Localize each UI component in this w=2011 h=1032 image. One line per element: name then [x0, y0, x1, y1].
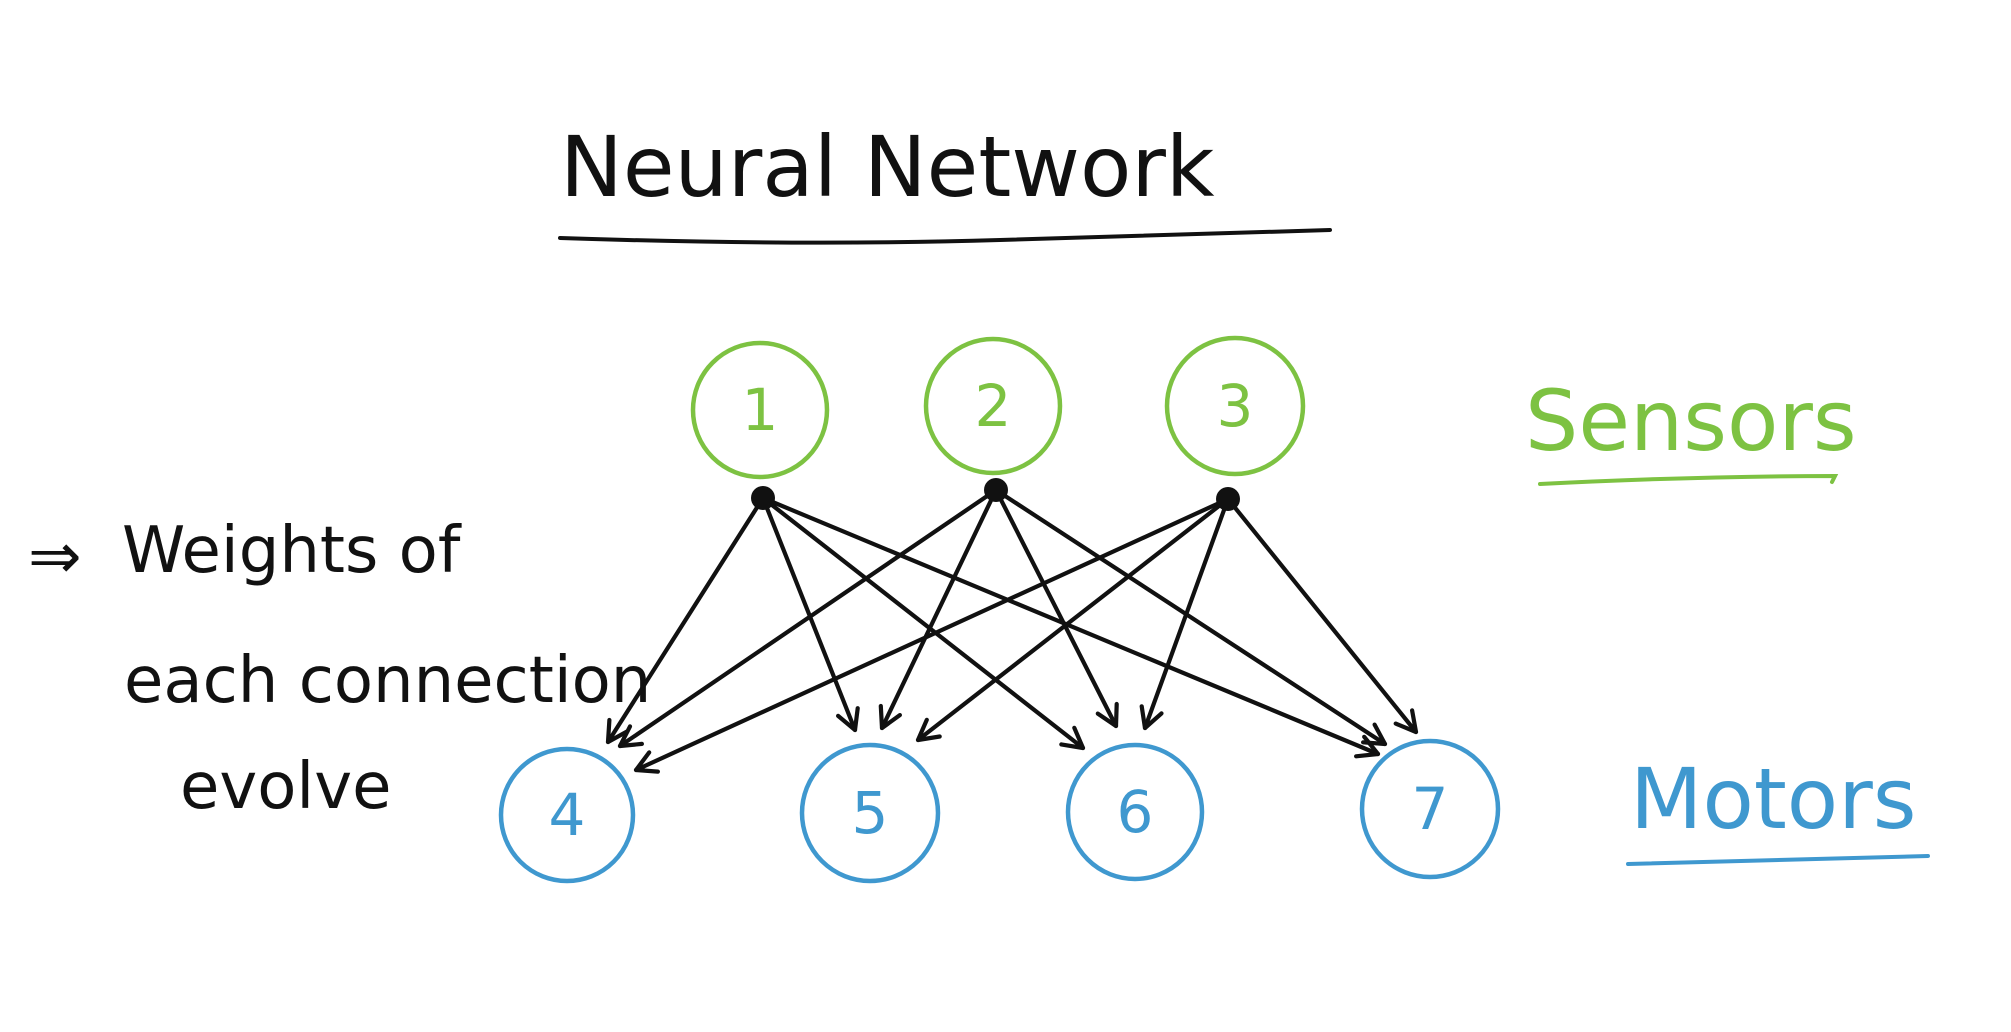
connection-3-6 — [1142, 496, 1231, 731]
motor-node-label: 5 — [852, 779, 889, 847]
connection-2-5 — [879, 487, 999, 731]
motors-underline — [1626, 854, 1930, 866]
connection-1-4 — [605, 495, 766, 745]
sensor-node-circle — [923, 336, 1063, 476]
connection-1-6 — [760, 495, 1086, 751]
sensors-label: Sensors — [1525, 372, 1857, 470]
motors-label: Motors — [1630, 750, 1917, 848]
sensor-node-circle — [690, 340, 830, 480]
connection-3-5 — [915, 496, 1231, 743]
motor-node-label: 7 — [1412, 775, 1449, 843]
motor-node-6: 6 — [1065, 742, 1205, 882]
title-underline — [558, 228, 1332, 245]
arrowhead-3-7 — [1393, 708, 1419, 735]
sensor-3-output-dot — [1216, 487, 1240, 511]
connection-2-4 — [617, 487, 999, 749]
note-line-3: evolve — [180, 750, 391, 824]
motor-node-circle — [799, 742, 941, 884]
note-arrow-symbol: ⇒ — [28, 520, 82, 594]
note-line-2: each connection — [124, 644, 651, 718]
motor-node-4: 4 — [498, 746, 636, 884]
motor-node-label: 6 — [1117, 778, 1154, 846]
sensor-node-label: 3 — [1217, 372, 1254, 440]
sensors-underline — [1538, 473, 1839, 486]
motor-node-label: 4 — [549, 781, 586, 849]
motor-node-circle — [498, 746, 636, 884]
sensor-node-3: 3 — [1164, 335, 1306, 477]
sensor-node-label: 1 — [742, 376, 779, 444]
connection-3-4 — [633, 496, 1231, 773]
arrowhead-1-5 — [836, 706, 860, 733]
arrowhead-3-6 — [1139, 704, 1164, 731]
diagram-title: Neural Network — [560, 118, 1215, 216]
connection-2-6 — [993, 487, 1119, 729]
arrowhead-3-5 — [915, 717, 942, 743]
arrowhead-2-5 — [878, 703, 902, 731]
note-line-1: Weights of — [122, 514, 462, 588]
motor-node-7: 7 — [1359, 738, 1501, 880]
arrowhead-1-6 — [1059, 725, 1086, 751]
motor-node-5: 5 — [799, 742, 941, 884]
arrowhead-3-4 — [633, 750, 660, 774]
connection-3-7 — [1225, 496, 1419, 735]
connections-layer — [605, 487, 1419, 774]
motor-node-circle — [1065, 742, 1205, 882]
sensor-node-2: 2 — [923, 336, 1063, 476]
arrowhead-2-7 — [1361, 722, 1388, 747]
sensor-1-output-dot — [751, 486, 775, 510]
arrowhead-2-4 — [617, 724, 644, 749]
arrowhead-2-6 — [1095, 701, 1119, 729]
sensor-node-circle — [1164, 335, 1306, 477]
sensor-node-1: 1 — [690, 340, 830, 480]
arrowhead-1-4 — [605, 717, 630, 745]
motor-node-circle — [1359, 738, 1501, 880]
connection-2-7 — [993, 487, 1388, 747]
sensor-2-output-dot — [984, 478, 1008, 502]
sensor-node-label: 2 — [975, 372, 1012, 440]
connection-1-5 — [760, 495, 858, 733]
connection-1-7 — [760, 495, 1381, 757]
